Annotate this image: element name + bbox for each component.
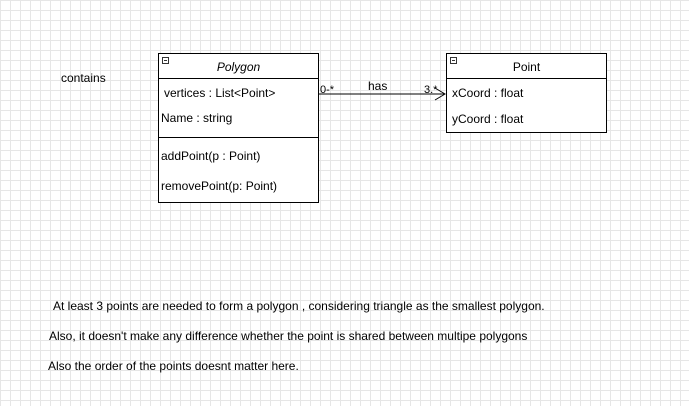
polygon-class-header: Polygon — [159, 54, 318, 79]
point-class-name: Point — [512, 60, 541, 74]
point-attribute-ycoord[interactable]: yCoord : float — [452, 112, 524, 126]
note-line-2[interactable]: Also, it doesn't make any difference whe… — [49, 329, 528, 343]
note-line-3[interactable]: Also the order of the points doesnt matt… — [48, 359, 299, 373]
polygon-section-divider — [159, 137, 318, 138]
polygon-class[interactable]: Polygon vertices : List<Point> Name : st… — [158, 53, 319, 203]
source-multiplicity[interactable]: 0-* — [320, 84, 335, 96]
polygon-attribute-vertices[interactable]: vertices : List<Point> — [164, 86, 276, 100]
association-label[interactable]: has — [368, 79, 388, 93]
point-class[interactable]: Point xCoord : float yCoord : float — [446, 53, 607, 133]
target-multiplicity[interactable]: 3.* — [424, 84, 438, 96]
note-line-1[interactable]: At least 3 points are needed to form a p… — [53, 299, 545, 313]
contains-label[interactable]: contains — [61, 71, 106, 85]
polygon-class-name: Polygon — [216, 60, 261, 74]
collapse-icon[interactable] — [450, 57, 457, 64]
point-attribute-xcoord[interactable]: xCoord : float — [452, 86, 524, 100]
polygon-operation-removepoint[interactable]: removePoint(p: Point) — [161, 179, 278, 193]
polygon-attribute-name[interactable]: Name : string — [161, 111, 233, 125]
collapse-icon[interactable] — [162, 57, 169, 64]
arrowhead-icon — [434, 87, 446, 101]
polygon-operation-addpoint[interactable]: addPoint(p : Point) — [161, 149, 261, 163]
point-class-header: Point — [447, 54, 606, 79]
